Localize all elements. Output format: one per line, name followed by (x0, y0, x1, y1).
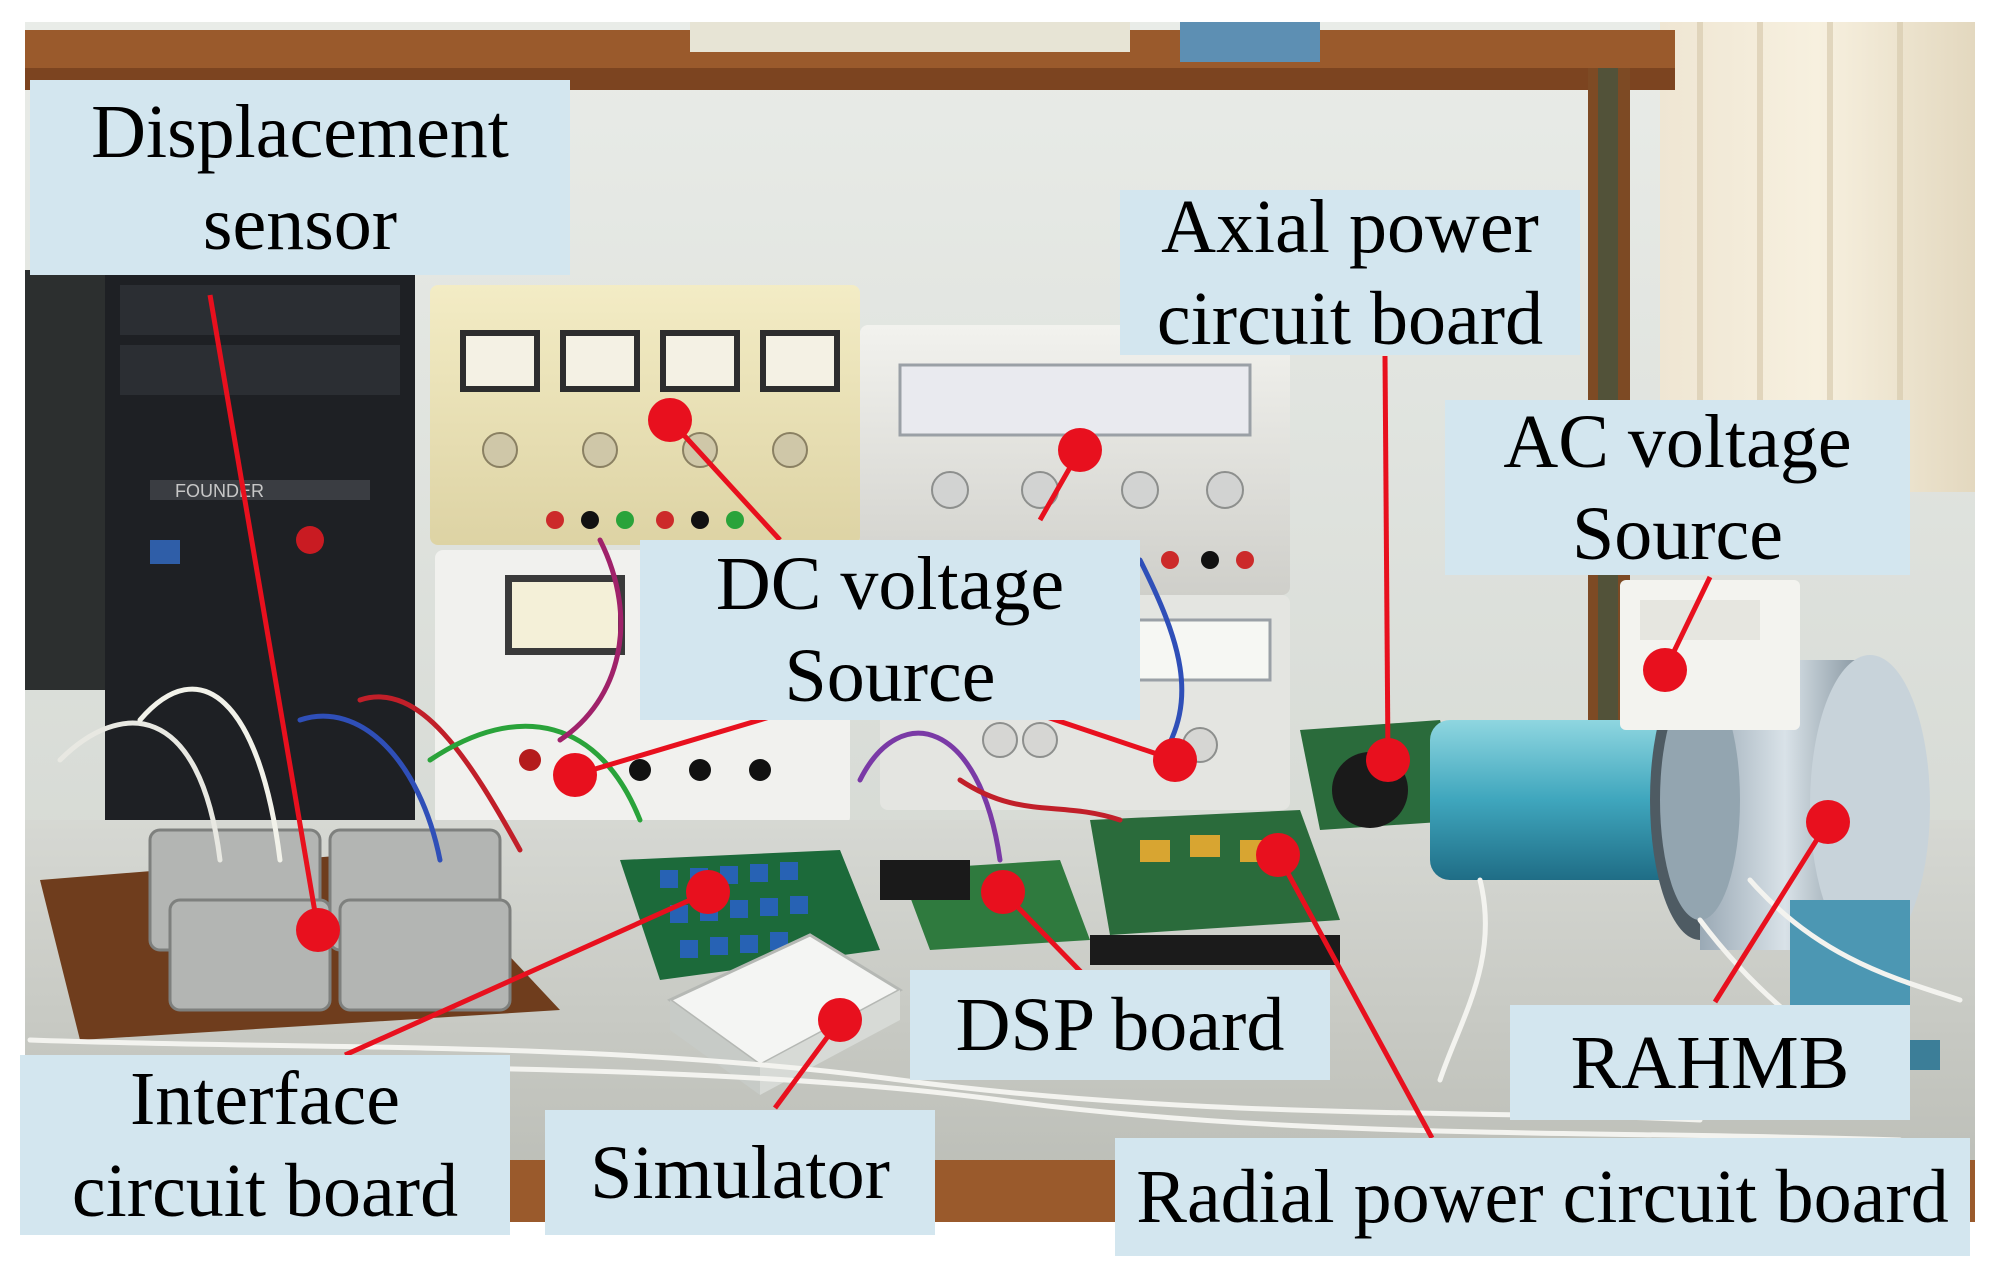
label-radial-power-circuit-board: Radial power circuit board (1115, 1138, 1970, 1256)
label-interface-circuit-board: Interface circuit board (20, 1055, 510, 1235)
label-dsp-board: DSP board (910, 970, 1330, 1080)
label-ac-voltage-source: AC voltage Source (1445, 400, 1910, 576)
label-simulator: Simulator (545, 1110, 935, 1235)
label-rahmb: RAHMB (1510, 1005, 1910, 1120)
svg-text:FOUNDER: FOUNDER (175, 481, 264, 501)
label-axial-power-circuit-board: Axial power circuit board (1120, 185, 1580, 361)
label-dc-voltage-source: DC voltage Source (640, 540, 1140, 720)
label-displacement-sensor: Displacement sensor (30, 80, 570, 275)
